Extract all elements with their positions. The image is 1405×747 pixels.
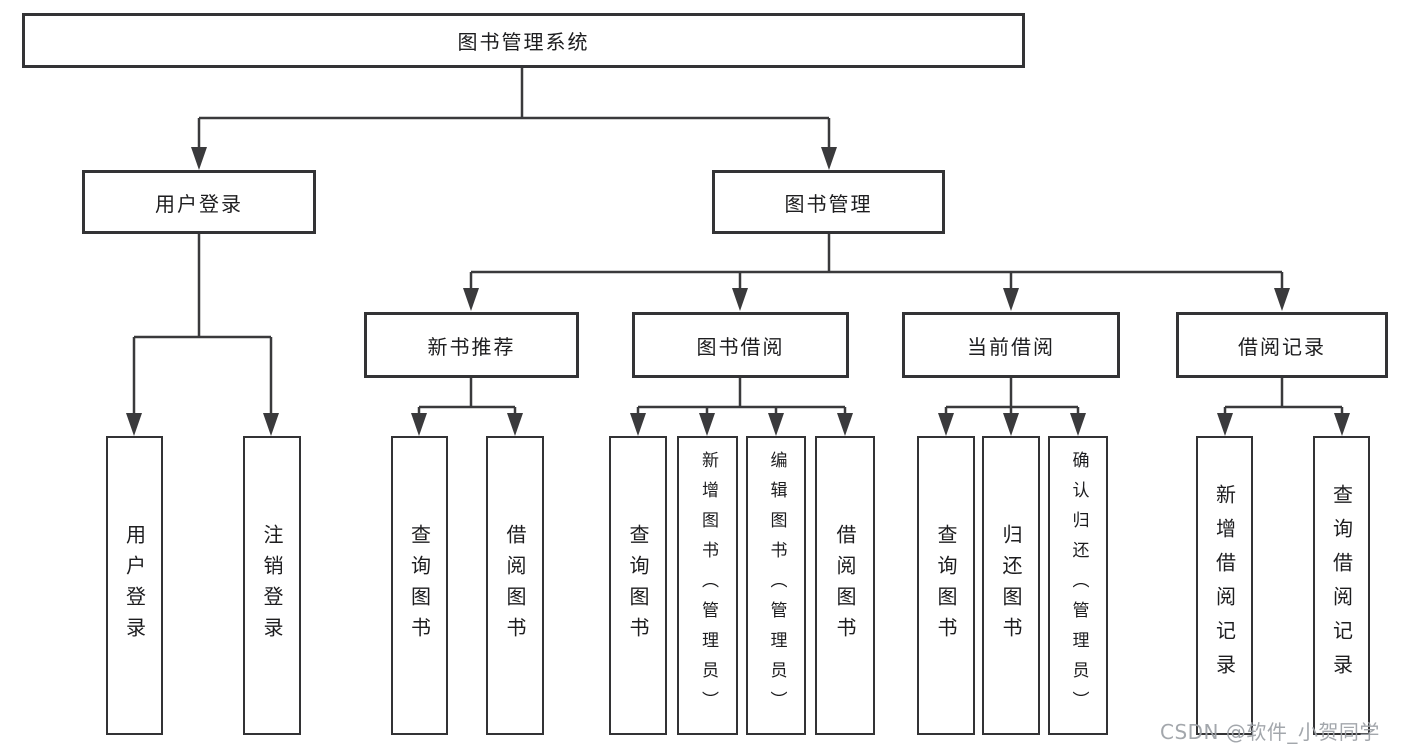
leaf-borrow-books-label: 借阅图书 <box>833 523 857 648</box>
arrowheads <box>126 147 1350 436</box>
node-user-login: 用户登录 <box>82 170 316 234</box>
node-borrow-records-label: 借阅记录 <box>1238 334 1326 359</box>
leaf-confirm-return-admin-label: 确认归还（管理员） <box>1068 450 1089 721</box>
leaf-edit-book-admin: 编辑图书（管理员） <box>746 436 806 735</box>
node-new-book-recommend: 新书推荐 <box>364 312 579 378</box>
node-book-management: 图书管理 <box>712 170 945 234</box>
leaf-add-book-admin-label: 新增图书（管理员） <box>698 450 718 721</box>
leaf-query-books-current: 查询图书 <box>917 436 975 735</box>
leaf-return-books: 归还图书 <box>982 436 1040 735</box>
leaf-confirm-return-admin: 确认归还（管理员） <box>1048 436 1108 735</box>
leaf-logout: 注销登录 <box>243 436 301 735</box>
leaf-query-books-recommend-label: 查询图书 <box>407 523 432 648</box>
leaf-query-borrow-record-label: 查询借阅记录 <box>1329 483 1354 688</box>
node-book-borrow: 图书借阅 <box>632 312 849 378</box>
leaf-user-login-label: 用户登录 <box>122 523 147 648</box>
node-current-borrow: 当前借阅 <box>902 312 1120 378</box>
node-current-borrow-label: 当前借阅 <box>967 334 1055 359</box>
leaf-borrow-books-recommend: 借阅图书 <box>486 436 544 735</box>
leaf-query-books-borrow: 查询图书 <box>609 436 667 735</box>
leaf-query-books-recommend: 查询图书 <box>391 436 448 735</box>
leaf-user-login: 用户登录 <box>106 436 163 735</box>
leaf-add-borrow-record: 新增借阅记录 <box>1196 436 1253 735</box>
node-borrow-records: 借阅记录 <box>1176 312 1388 378</box>
node-root-library-system: 图书管理系统 <box>22 13 1025 68</box>
leaf-edit-book-admin-label: 编辑图书（管理员） <box>766 450 787 721</box>
node-root-label: 图书管理系统 <box>457 30 590 54</box>
leaf-add-book-admin: 新增图书（管理员） <box>677 436 738 735</box>
leaf-query-books-current-label: 查询图书 <box>934 523 958 648</box>
leaf-query-borrow-record: 查询借阅记录 <box>1313 436 1370 735</box>
leaf-return-books-label: 归还图书 <box>999 523 1023 648</box>
leaf-add-borrow-record-label: 新增借阅记录 <box>1212 483 1237 688</box>
leaf-borrow-books: 借阅图书 <box>815 436 875 735</box>
leaf-query-books-borrow-label: 查询图书 <box>626 523 650 648</box>
node-user-login-label: 用户登录 <box>155 191 243 216</box>
node-book-management-label: 图书管理 <box>784 191 873 216</box>
leaf-logout-label: 注销登录 <box>260 523 284 648</box>
leaf-borrow-books-recommend-label: 借阅图书 <box>503 523 527 648</box>
node-new-book-recommend-label: 新书推荐 <box>427 334 516 359</box>
csdn-watermark: CSDN @软件_小贺同学 <box>1160 720 1380 744</box>
node-book-borrow-label: 图书借阅 <box>696 334 785 359</box>
